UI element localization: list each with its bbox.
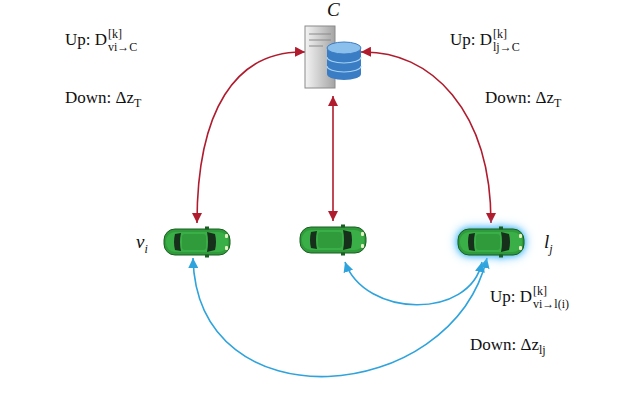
math-script: [k]vi→C [108, 28, 137, 54]
subscript: lj→C [493, 41, 520, 54]
vehicle-icon [164, 227, 230, 258]
link-connector [361, 52, 491, 223]
superscript: [k] [533, 285, 569, 298]
link-annotation: Down: ΔzT [65, 88, 141, 108]
subscript: vi→l(i) [533, 298, 569, 311]
subscript: lj [539, 343, 546, 357]
subscript: vi→C [108, 41, 137, 54]
server-icon [303, 22, 363, 92]
vehicle-icon [456, 226, 526, 258]
link-annotation: Down: ΔzT [485, 88, 561, 108]
node-label: C [327, 0, 340, 20]
subscript: T [554, 96, 561, 110]
math-script: [k]vi→l(i) [533, 285, 569, 311]
subscript: j [549, 242, 552, 256]
vehicle-node: lj [454, 222, 576, 262]
superscript: [k] [108, 28, 137, 41]
vehicle-icon [162, 226, 232, 258]
link-annotation: Up: D[k]vi→l(i) [490, 285, 569, 311]
vehicle-icon [300, 225, 366, 256]
v2v-link [345, 262, 482, 305]
link-annotation: Up: D[k]lj→C [450, 28, 520, 54]
vehicle-icon [458, 227, 524, 258]
server-node: C [297, 0, 369, 94]
link-connector [197, 52, 305, 223]
node-label: vi [136, 232, 148, 252]
superscript: [k] [493, 28, 520, 41]
node-label: lj [544, 232, 553, 252]
link-annotation: Up: D[k]vi→C [65, 28, 137, 54]
link-connector [193, 258, 487, 377]
link-annotation: Down: Δzlj [470, 335, 546, 355]
math-script: [k]lj→C [493, 28, 520, 54]
uplink-line [332, 96, 334, 221]
server-icon [305, 26, 361, 88]
vehicle-node: vi [136, 222, 268, 262]
subscript: T [134, 96, 141, 110]
subscript: i [144, 242, 147, 256]
